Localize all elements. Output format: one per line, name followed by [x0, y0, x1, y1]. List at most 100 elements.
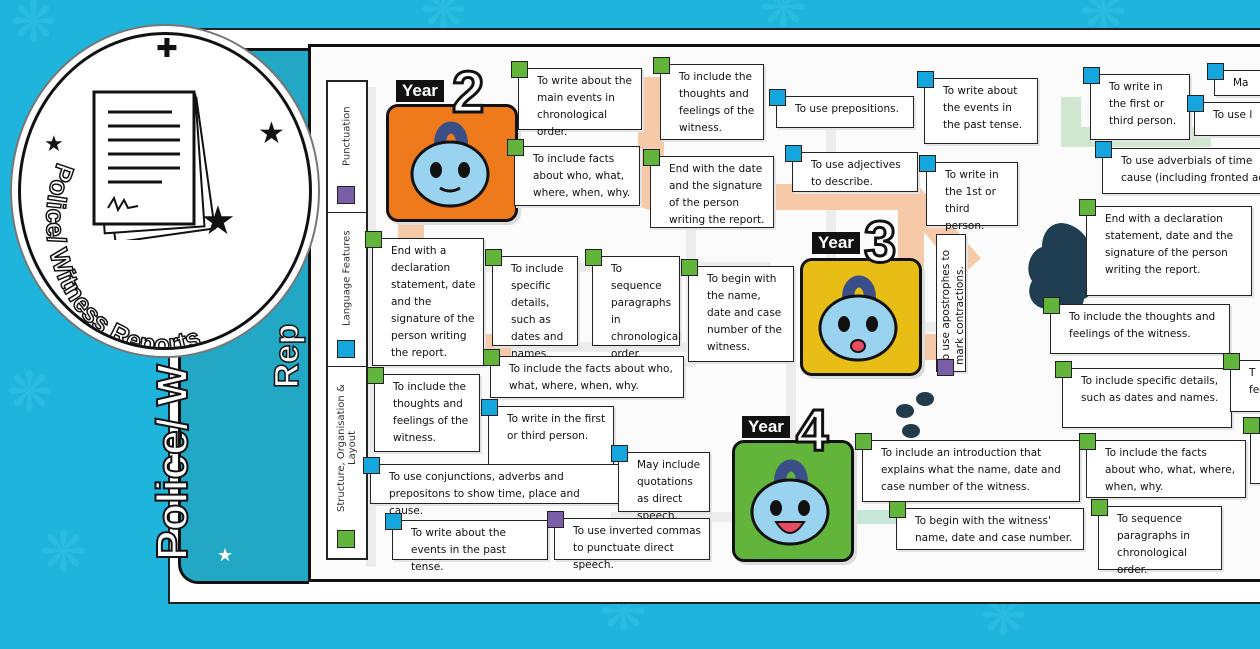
criteria-card: To write about the events in the past te… [917, 71, 1038, 144]
criteria-card-text: To include the facts about who, what, wh… [1105, 447, 1236, 493]
criteria-card: To include the facts about who, what, wh… [483, 349, 684, 398]
criteria-card-text: To use adverbials of time cause (includi… [1121, 155, 1260, 184]
category-marker-structure [889, 501, 906, 518]
criteria-card-text: To write about the main events in chrono… [537, 75, 632, 138]
criteria-card-text: To write in the 1st or third person. [945, 169, 999, 232]
category-marker-language-features [385, 513, 402, 530]
criteria-card-text: To write about the events in the past te… [943, 85, 1023, 131]
criteria-card-text: To begin with the name, date and case nu… [707, 273, 783, 353]
star-icon: ★ [44, 132, 64, 157]
criteria-card: To include facts about who, what, where,… [507, 139, 640, 206]
category-marker-structure [1079, 433, 1096, 450]
criteria-card-text: To include the thoughts and feelings of … [679, 71, 755, 134]
footprint-icon [902, 424, 920, 438]
criteria-card: To use adverbials of time cause (includi… [1095, 141, 1260, 194]
criteria-card: To write in the first or third person. [1083, 67, 1190, 140]
criteria-card-text: To include specific details, such as dat… [511, 263, 564, 360]
criteria-card-text: To use l [1213, 109, 1253, 121]
sparkle-icon: ✚ [156, 34, 178, 64]
criteria-card-text: T feeli [1249, 367, 1260, 396]
criteria-card: To write about the events in the past te… [385, 513, 548, 573]
category-marker-punctuation [547, 511, 564, 528]
criteria-card-text: To use adjectives to describe. [811, 159, 901, 188]
footprint-icon [916, 392, 934, 406]
category-label-language-features: Language Features [341, 230, 353, 326]
criteria-card-text: End with a declaration statement, date a… [1105, 213, 1234, 276]
report-document-icon [92, 90, 216, 240]
criteria-card-text: To sequence paragraphs in chronological … [1117, 513, 1190, 576]
criteria-card: To write about the main events in chrono… [511, 61, 642, 138]
criteria-card-text: To include the facts about who, what, wh… [509, 363, 673, 392]
category-marker-language-features [1083, 67, 1100, 84]
category-key: Punctuation Language Features Structure,… [326, 80, 368, 560]
criteria-card: To include the thoughts and feelings of … [1043, 297, 1230, 354]
criteria-card-text: To use apostrophes to mark contractions. [940, 249, 966, 365]
category-marker-language-features [769, 89, 786, 106]
year-4-label: Year [742, 416, 790, 438]
category-marker-structure [367, 367, 384, 384]
criteria-card: To begin with the witness' name, date an… [889, 501, 1084, 550]
category-marker-language-features [1095, 141, 1112, 158]
year-4-number: 4 [794, 398, 829, 463]
category-marker-language-features [919, 155, 936, 172]
criteria-card: End with a declaration statement, date a… [365, 231, 484, 366]
paw-decoration-icon: ❋ [10, 0, 57, 55]
star-icon: ★ [217, 545, 234, 566]
star-icon: ★ [200, 198, 236, 244]
category-marker-language-features [481, 399, 498, 416]
criteria-card: End with the date and the signature of t… [643, 149, 774, 228]
criteria-card: To include specific details, such as dat… [1055, 361, 1232, 428]
criteria-card: To include an introduction that explains… [855, 433, 1080, 502]
category-marker-structure [1055, 361, 1072, 378]
category-marker-structure [681, 259, 698, 276]
category-marker-language-features [611, 445, 628, 462]
mascot-character [750, 459, 830, 546]
criteria-card-text: To use conjunctions, adverbs and preposi… [389, 471, 580, 517]
criteria-card: T feeli [1223, 353, 1260, 412]
criteria-card: To use prepositions. [769, 89, 914, 128]
year-3-number: 3 [862, 210, 897, 275]
paw-decoration-icon: ❋ [40, 520, 87, 585]
category-marker-language-features [363, 457, 380, 474]
category-marker-structure [511, 61, 528, 78]
criteria-card: Ma [1207, 63, 1260, 96]
criteria-card-text: To include an introduction that explains… [881, 447, 1061, 493]
category-marker-structure [1079, 199, 1096, 216]
criteria-card-text: Ma [1233, 77, 1249, 89]
divider [328, 212, 366, 213]
category-marker-structure [1223, 353, 1240, 370]
criteria-card: To sequence paragraphs in chronological … [585, 249, 681, 360]
criteria-card-rotated: To use apostrophes to mark contractions. [936, 234, 966, 376]
criteria-card: To begin with the name, date and case nu… [681, 259, 794, 362]
criteria-card: To use l [1187, 95, 1260, 136]
criteria-card-text: To write about the events in the past te… [411, 527, 506, 573]
category-marker-structure [1091, 499, 1108, 516]
criteria-card: To use inverted commas to punctuate dire… [547, 511, 710, 571]
year-2-label: Year [396, 80, 444, 102]
criteria-card-text: End with the date and the signature of t… [669, 163, 765, 226]
criteria-card-text: To write in the first or third person. [1109, 81, 1177, 127]
criteria-card-text: End with a declaration statement, date a… [391, 245, 476, 359]
category-marker-punctuation [937, 359, 954, 376]
category-swatch-language-features [337, 340, 355, 358]
criteria-card [1243, 417, 1260, 484]
criteria-card: To include the thoughts and feelings of … [367, 367, 480, 452]
mascot-character [818, 275, 898, 362]
criteria-card: To use conjunctions, adverbs and preposi… [363, 457, 620, 517]
criteria-card: To include the facts about who, what, wh… [1079, 433, 1246, 498]
criteria-card-text: May include quotations as direct speech. [637, 459, 701, 522]
criteria-card: To include the thoughts and feelings of … [653, 57, 764, 140]
criteria-card: To write in the 1st or third person. [919, 155, 1018, 232]
criteria-card: To sequence paragraphs in chronological … [1091, 499, 1222, 576]
category-label-structure: Structure, Organisation & Layout [336, 384, 358, 512]
category-marker-structure [365, 231, 382, 248]
footprint-icon [896, 404, 914, 418]
star-icon: ★ [258, 116, 285, 151]
category-marker-structure [585, 249, 602, 266]
criteria-card-text: To sequence paragraphs in chronological … [611, 263, 682, 360]
category-marker-structure [507, 139, 524, 156]
criteria-card-text: To include specific details, such as dat… [1081, 375, 1219, 404]
category-marker-language-features [1187, 95, 1204, 112]
category-swatch-structure [337, 530, 355, 548]
criteria-card: To write in the first or third person. [481, 399, 614, 466]
